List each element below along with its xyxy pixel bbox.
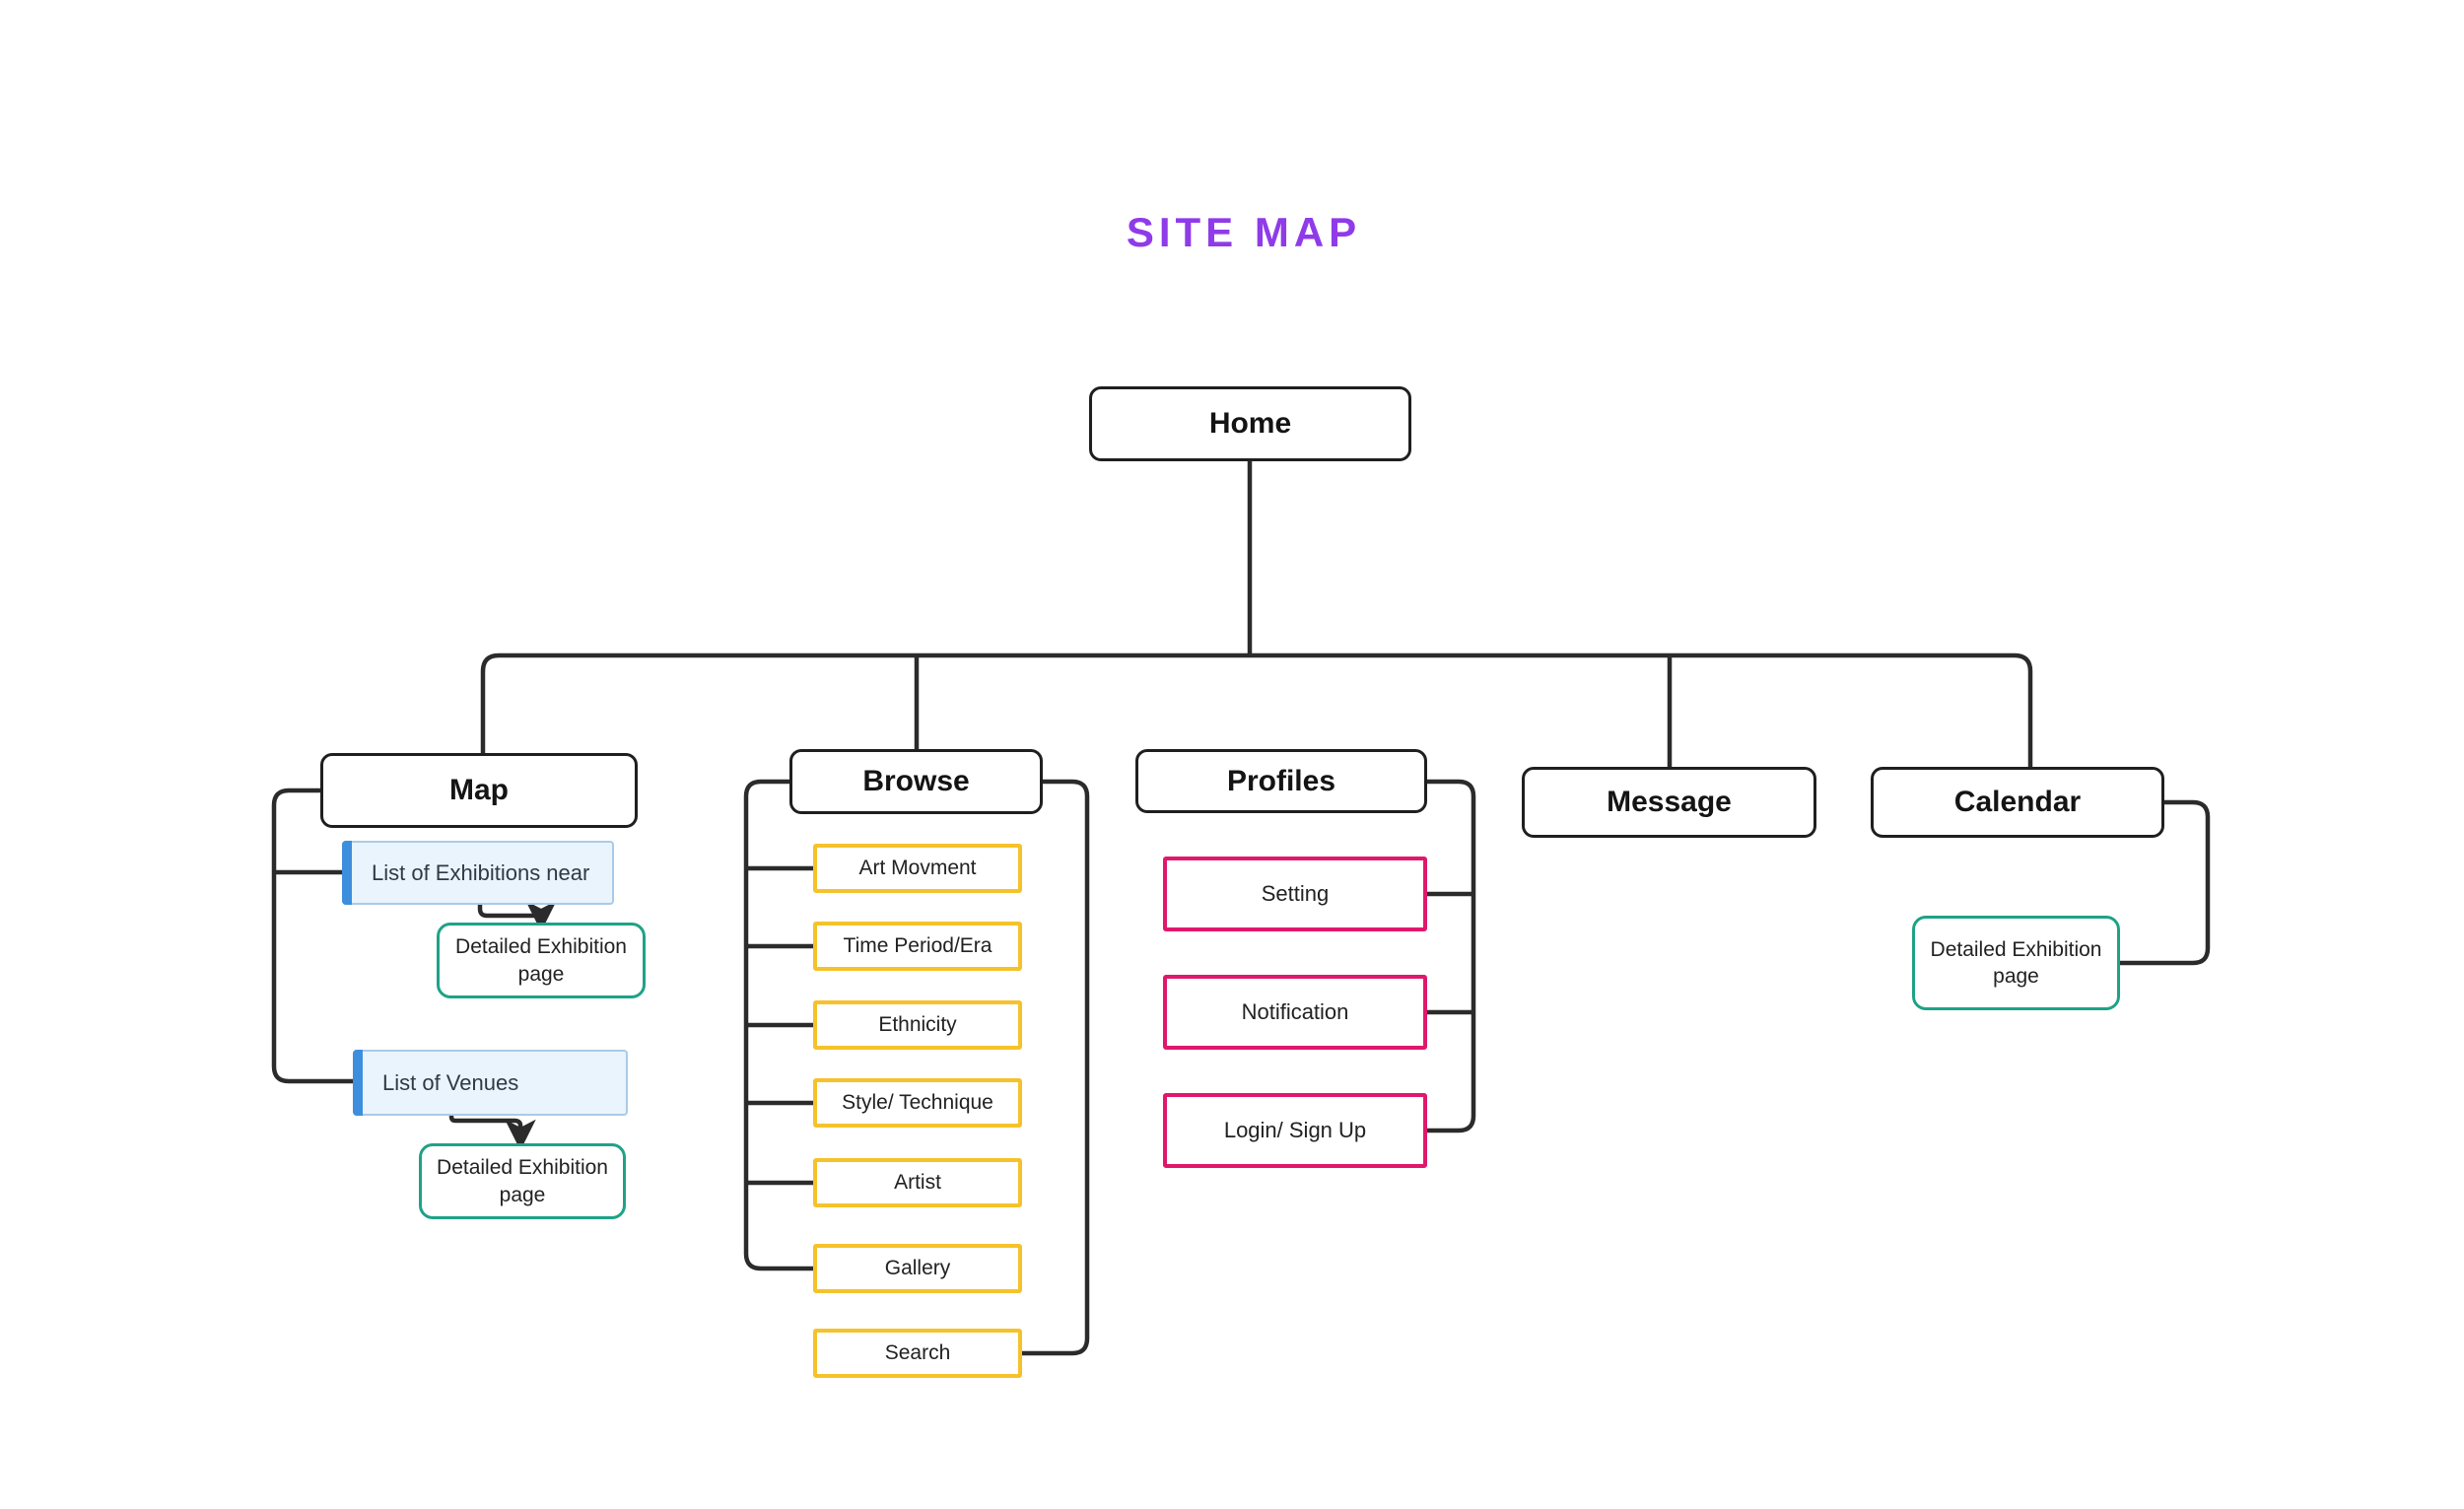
detailed-exhibition-page-2-label: Detailed Exhibition page (437, 1156, 608, 1206)
detailed-exhibition-page-3-label: Detailed Exhibition page (1930, 937, 2102, 988)
exhibitions-arrow (477, 900, 557, 932)
node-list-of-exhibitions-near[interactable]: List of Exhibitions near (342, 841, 614, 905)
node-ethnicity[interactable]: Ethnicity (813, 1000, 1022, 1050)
node-login-sign-up[interactable]: Login/ Sign Up (1163, 1093, 1427, 1168)
node-detailed-exhibition-page-2[interactable]: Detailed Exhibition page (419, 1143, 626, 1219)
node-time-period-era[interactable]: Time Period/Era (813, 922, 1022, 971)
browse-right-rail (1022, 779, 1090, 1356)
node-setting[interactable]: Setting (1163, 857, 1427, 931)
gallery-label: Gallery (884, 1257, 951, 1279)
node-message[interactable]: Message (1522, 767, 1816, 838)
ethnicity-label: Ethnicity (878, 1013, 957, 1036)
node-map-label: Map (449, 774, 509, 806)
node-detailed-exhibition-page-1[interactable]: Detailed Exhibition page (437, 923, 646, 998)
search-label: Search (884, 1341, 951, 1364)
node-detailed-exhibition-page-3[interactable]: Detailed Exhibition page (1912, 916, 2120, 1010)
node-style-technique[interactable]: Style/ Technique (813, 1078, 1022, 1128)
list-of-exhibitions-near-label: List of Exhibitions near (372, 859, 590, 885)
node-profiles[interactable]: Profiles (1135, 749, 1427, 813)
node-browse-label: Browse (862, 765, 970, 797)
node-home-label: Home (1208, 407, 1292, 440)
setting-label: Setting (1261, 881, 1330, 906)
notification-label: Notification (1241, 999, 1349, 1024)
node-list-of-venues[interactable]: List of Venues (353, 1050, 628, 1116)
map-rail-line (271, 788, 353, 1084)
venues-arrow (448, 1116, 536, 1151)
profiles-rail (1427, 779, 1476, 1133)
node-art-movment[interactable]: Art Movment (813, 844, 1022, 893)
node-calendar-label: Calendar (1953, 786, 2082, 818)
page-title: SITE MAP (1126, 209, 1362, 255)
blue-accent-bar (342, 841, 352, 905)
detailed-exhibition-page-1-label: Detailed Exhibition page (455, 935, 627, 986)
art-movment-label: Art Movment (858, 857, 977, 879)
node-message-label: Message (1607, 786, 1732, 818)
login-sign-up-label: Login/ Sign Up (1223, 1118, 1367, 1142)
node-calendar[interactable]: Calendar (1871, 767, 2164, 838)
calendar-elbow (2120, 799, 2211, 966)
node-map[interactable]: Map (320, 753, 638, 828)
artist-label: Artist (894, 1171, 941, 1194)
node-home[interactable]: Home (1089, 386, 1411, 461)
node-profiles-label: Profiles (1226, 764, 1336, 797)
node-notification[interactable]: Notification (1163, 975, 1427, 1050)
blue-accent-bar (353, 1050, 363, 1116)
main-bus-line (480, 652, 2033, 767)
node-search[interactable]: Search (813, 1329, 1022, 1378)
style-technique-label: Style/ Technique (842, 1091, 993, 1114)
time-period-era-label: Time Period/Era (843, 934, 992, 957)
list-of-venues-label: List of Venues (382, 1069, 519, 1095)
node-browse[interactable]: Browse (789, 749, 1043, 814)
node-gallery[interactable]: Gallery (813, 1244, 1022, 1293)
node-artist[interactable]: Artist (813, 1158, 1022, 1207)
